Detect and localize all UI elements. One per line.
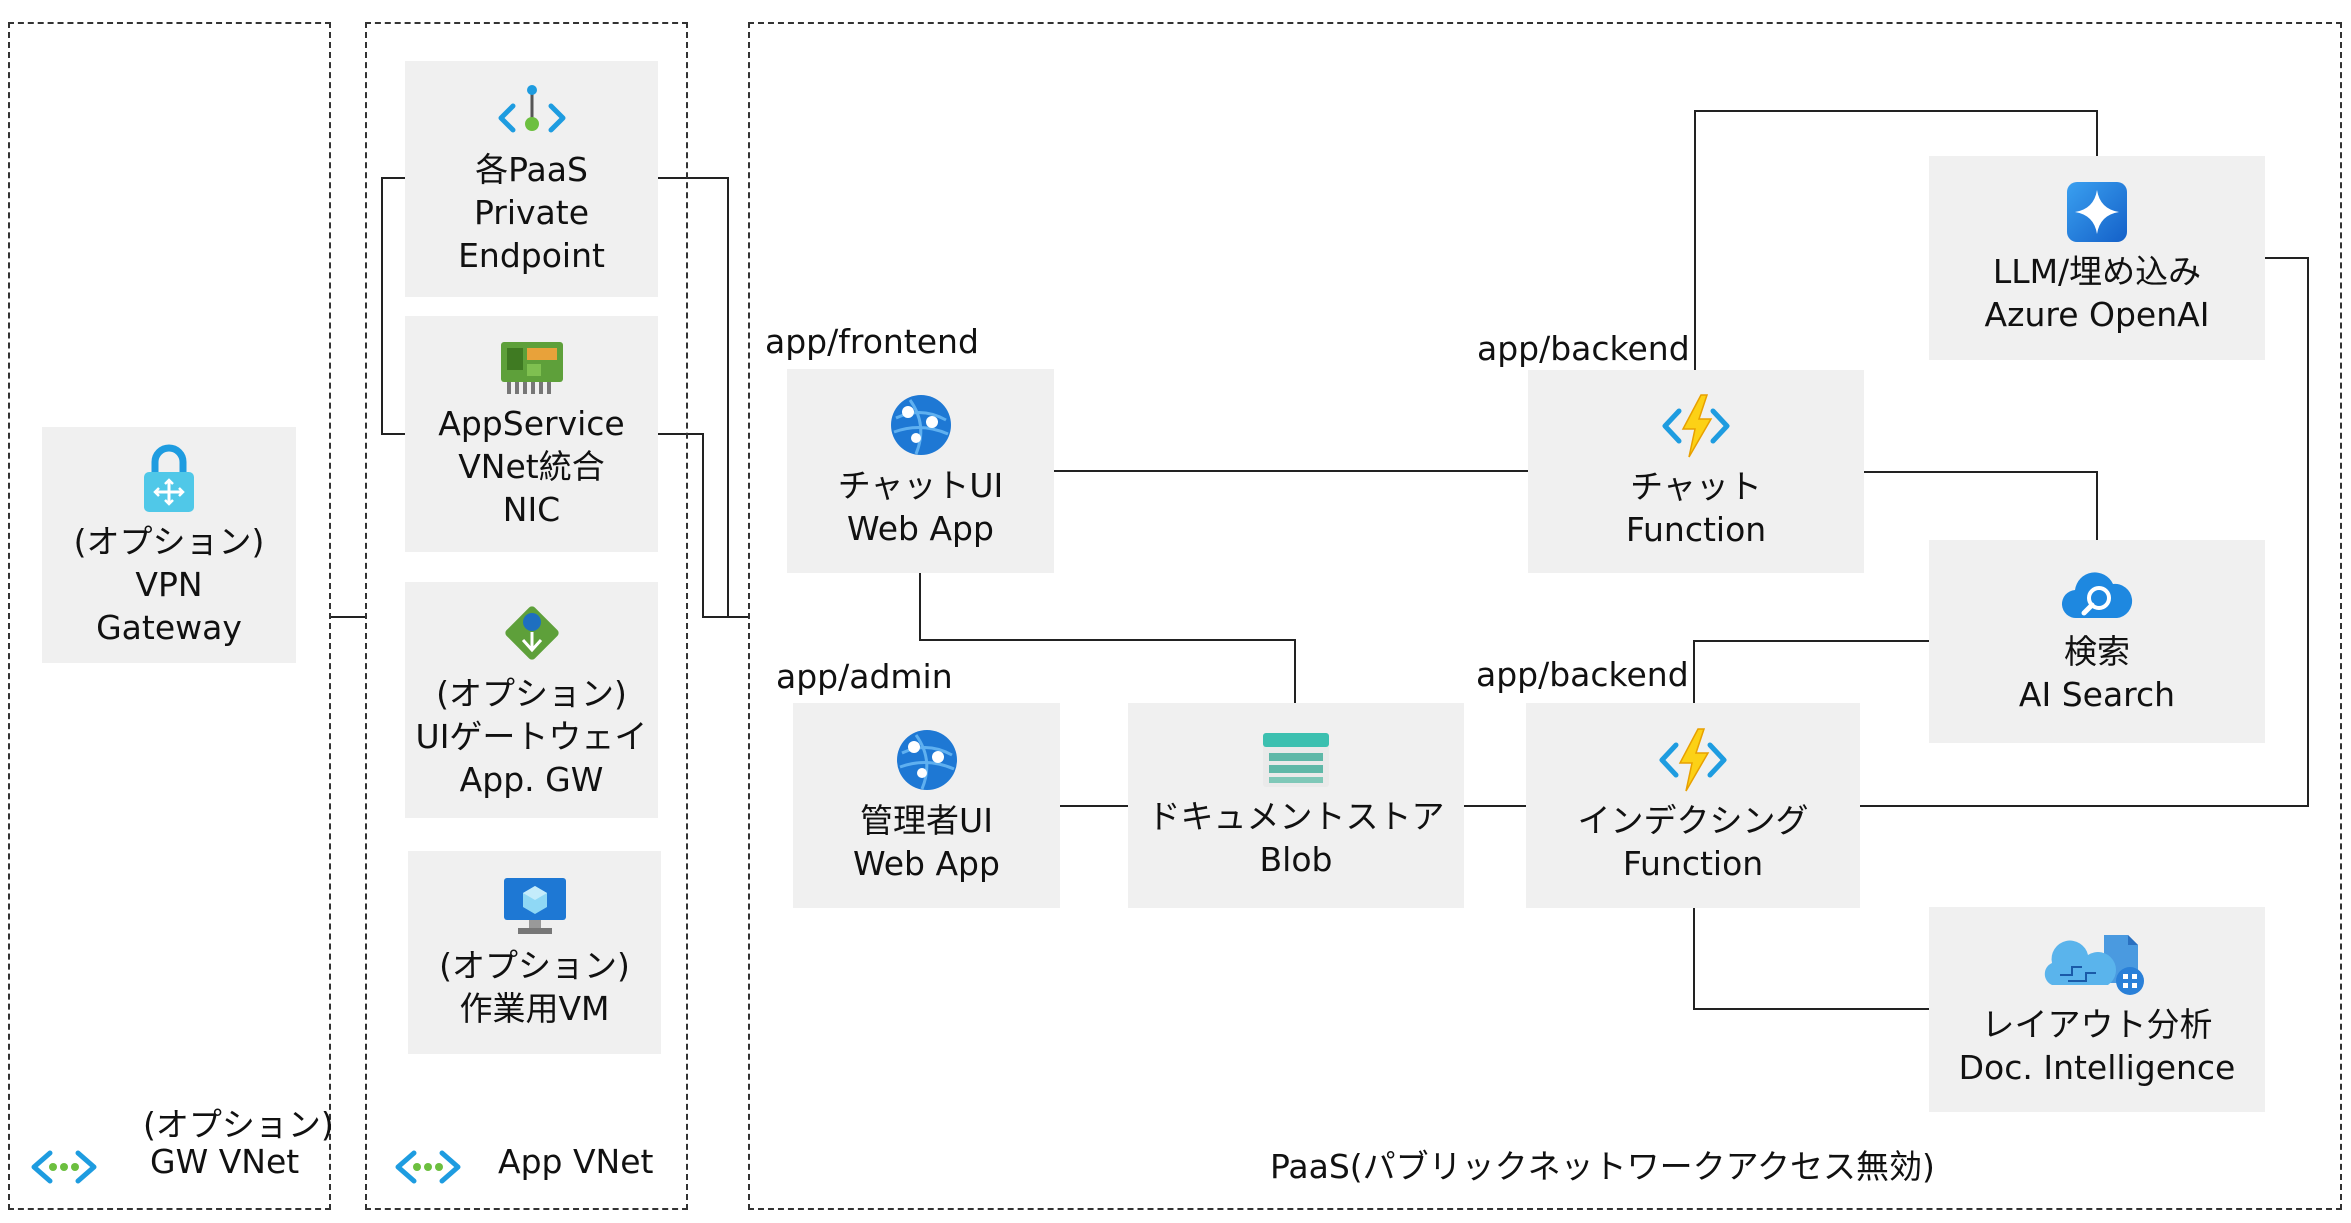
nic-label-2: VNet統合 [458,446,605,486]
web-app-icon [894,727,960,793]
blob-label-2: Blob [1259,839,1333,879]
doc-intelligence-label-2: Doc. Intelligence [1958,1047,2236,1087]
indexing-function-label-1: インデクシング [1577,800,1809,840]
network-interface-card-icon [497,338,567,396]
connector-chatui-to-blob [919,573,1296,703]
azure-openai-label-1: LLM/埋め込み [1992,252,2202,291]
virtual-machine-node: (オプション) 作業用VM [408,851,661,1054]
indexing-function-tag: app/backend [1476,655,1689,694]
app-vnet-group [365,22,688,1210]
chat-function-label-2: Function [1625,509,1767,549]
blob-storage-icon [1261,731,1331,789]
ai-search-label-1: 検索 [2064,631,2130,671]
vpn-gateway-lock-icon [141,442,197,514]
azure-openai-node: LLM/埋め込み Azure OpenAI [1929,156,2265,360]
nic-label-3: NIC [502,489,561,529]
indexing-function-label-2: Function [1622,843,1764,883]
vpn-gateway-label-2: VPN [135,564,203,604]
chat-ui-tag: app/frontend [765,322,979,361]
app-gw-label-1: (オプション) [436,673,627,713]
private-endpoint-label-3: Endpoint [458,235,605,275]
chat-function-label-1: チャット [1630,466,1762,506]
vpn-gateway-node: (オプション) VPN Gateway [42,427,296,663]
app-gw-label-3: App. GW [459,759,604,799]
chat-function-tag: app/backend [1477,329,1690,368]
connector-search-to-indexfunc [1693,640,1929,703]
connector-chatfunc-to-openai [1694,110,2098,370]
ai-search-node: 検索 AI Search [1929,540,2265,743]
application-gateway-icon [499,600,565,666]
gw-vnet-label-line1: (オプション) [143,1105,334,1144]
document-intelligence-node: レイアウト分析 Doc. Intelligence [1929,907,2265,1112]
ai-search-icon [2061,568,2133,624]
connector-nic-to-paas [658,433,748,618]
private-endpoint-icon [497,82,567,142]
chat-ui-webapp-node: チャットUI Web App [787,369,1054,573]
vnet-integration-nic-node: AppService VNet統合 NIC [405,316,658,552]
function-app-icon [1661,393,1731,459]
chat-function-node: チャット Function [1528,370,1864,573]
private-endpoint-label-2: Private [473,192,590,232]
gw-vnet-group [8,22,331,1210]
paas-group [748,22,2342,1210]
azure-openai-label-2: Azure OpenAI [1984,295,2210,334]
application-gateway-node: (オプション) UIゲートウェイ App. GW [405,582,658,818]
vm-label-1: (オプション) [439,945,630,985]
private-endpoint-label-1: 各PaaS [475,149,588,189]
chat-ui-label-2: Web App [847,509,994,548]
chat-ui-label-1: チャットUI [837,466,1004,505]
app-gw-label-2: UIゲートウェイ [415,716,648,756]
connector-indexfunc-to-docint [1693,908,1929,1010]
document-intelligence-icon [2042,931,2152,997]
vpn-gateway-label-3: Gateway [96,607,242,647]
ai-search-label-2: AI Search [2018,674,2176,714]
azure-openai-icon [2065,180,2129,244]
blob-storage-node: ドキュメントストア Blob [1128,703,1464,908]
web-app-icon [888,392,954,458]
doc-intelligence-label-1: レイアウト分析 [1981,1004,2213,1044]
indexing-function-node: インデクシング Function [1526,703,1860,908]
vpn-gateway-label-1: (オプション) [73,521,265,561]
private-endpoint-node: 各PaaS Private Endpoint [405,61,658,297]
admin-ui-label-1: 管理者UI [860,800,993,840]
gw-vnet-label-line2: GW VNet [150,1142,300,1181]
blob-label-1: ドキュメントストア [1147,796,1445,836]
paas-group-label: PaaS(パブリックネットワークアクセス無効) [1270,1147,1935,1186]
admin-ui-tag: app/admin [776,657,953,696]
virtual-machine-icon [500,876,570,938]
app-vnet-icon [394,1147,462,1191]
admin-ui-label-2: Web App [853,843,1000,883]
gw-vnet-icon [30,1147,98,1191]
connector-chatfunc-to-search [1864,471,2098,540]
app-vnet-label: App VNet [498,1142,654,1181]
connector-pe-nic-bracket [381,177,405,435]
vm-label-2: 作業用VM [459,988,610,1028]
nic-label-1: AppService [438,403,625,443]
connector-indexfunc-to-openai [1860,257,2309,807]
function-app-icon [1658,727,1728,793]
admin-ui-webapp-node: 管理者UI Web App [793,703,1060,908]
